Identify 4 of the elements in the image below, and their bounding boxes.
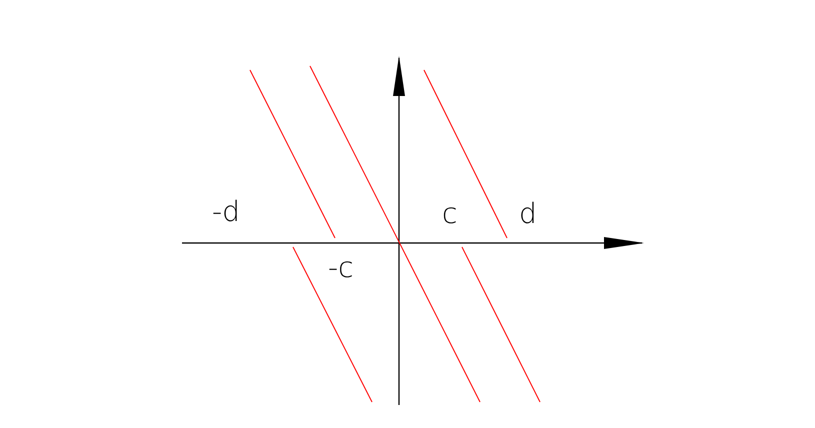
axis-value-label: c [442, 200, 458, 228]
axis-value-label: d [519, 200, 537, 228]
axis-value-label: -d [212, 198, 240, 226]
axis-value-label: -c [328, 254, 354, 282]
